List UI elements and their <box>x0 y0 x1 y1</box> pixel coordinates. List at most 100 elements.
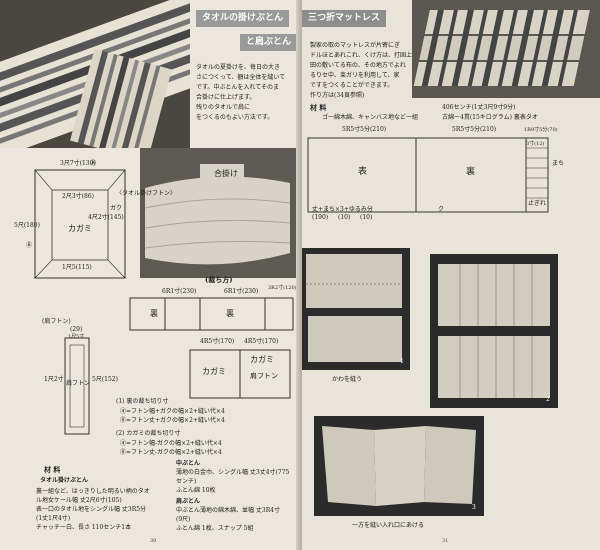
diagram1-bottom: 1尺5(115) <box>62 264 92 271</box>
material-line: 中ぶとん <box>176 460 201 467</box>
side-label: まち <box>552 160 565 167</box>
step3-photo: 3 <box>314 416 484 516</box>
material-line: (1丈1尺4寸) <box>36 515 71 522</box>
materials-title: 材 料 <box>44 465 61 474</box>
material-line: ふとん綿 10枚 <box>176 487 216 494</box>
shoulder-side2: 1尺2寸 <box>44 376 64 383</box>
quilt-illustration <box>140 148 296 278</box>
cutting-kagami: カガミ <box>250 355 274 364</box>
step2-illustration <box>438 264 550 398</box>
bottom-dim: 丈+まち×3+ゆるみ分 <box>312 206 373 213</box>
striped-towel-photo <box>0 0 190 148</box>
right-material-line: 406センチ(1丈3尺9寸9分) <box>442 104 516 111</box>
bottom-dim: (190) <box>312 214 329 221</box>
page-number-left: 30 <box>150 538 157 544</box>
right-material-line: ゴ一綿木綿、キャンバス地など一組 <box>322 114 419 121</box>
note-line: ④=フトン幅-ガクの幅×2+縫い代×4 <box>120 440 222 447</box>
note-line: (1) 裏の裁ち切り寸 <box>116 398 169 405</box>
pattern-dim: 5R5寸5分(210) <box>452 126 497 133</box>
note-line: ④=フトン幅+ガクの幅×2+縫い代×4 <box>120 408 225 415</box>
right-page: 三つ折マットレス 製家の取のマットレスが片寄にぎ ドルほとあれこれ、くけ方は、打… <box>302 0 600 550</box>
step2-photo: 2 <box>430 254 558 408</box>
step1-photo: 1 <box>302 248 410 370</box>
material-line: 肩ぶとん <box>176 498 201 505</box>
cutting-sub-dim: 4R5寸(170) <box>244 338 279 345</box>
bottom-letter: ク <box>438 206 445 213</box>
shoulder-side: 5尺(152) <box>92 376 118 383</box>
bottom-label: 止ぎれ <box>528 200 547 207</box>
intro-line: 田の敷いてる布の、その地方でよれ <box>310 62 406 69</box>
gutter <box>296 0 306 550</box>
diagram1-center: カガミ <box>68 224 92 233</box>
shoulder-dim: 1尺5寸 <box>68 334 85 340</box>
towel-futon-label: 〈タオル掛けフトン〉 <box>116 190 177 197</box>
quilt-photo: 合掛け <box>140 148 296 278</box>
material-line: ふとん綿 1枚、スナップ 5組 <box>176 525 254 532</box>
cutting-ura: 裏 <box>150 309 158 318</box>
material-line: 裏一組など、はっきりした明るい柄のタオ <box>36 488 150 495</box>
bottom-dim: (10) <box>338 214 351 221</box>
diagram1-side-inner: 4尺2寸(145) <box>88 214 124 221</box>
note-line: (2) カガミの裁ち切り寸 <box>116 430 181 437</box>
intro-line: 作り方は(34頁参照) <box>310 92 365 99</box>
cutting-dim: 6R1寸(230) <box>224 288 259 295</box>
material-line: ル地女ケール幅 丈2尺6寸(105) <box>36 497 122 504</box>
diagram1-top: 3尺7寸(130) <box>60 160 96 167</box>
towel-illustration <box>0 0 190 148</box>
step-number: 3 <box>472 504 476 511</box>
step-number: 1 <box>400 358 404 365</box>
intro-line: ドルほとあれこれ、くけ方は、打固上の <box>310 52 419 59</box>
cutting-sub-dim: 4R5寸(170) <box>200 338 235 345</box>
right-title: 三つ折マットレス <box>302 10 387 27</box>
material-line: センチ) <box>176 478 197 485</box>
step3-illustration <box>322 426 476 506</box>
material-line: チャッチー白、長さ 110センチ1本 <box>36 524 132 531</box>
photo-label: 合掛け <box>214 169 238 178</box>
cutting-dim: 3R2寸(120) <box>268 285 297 291</box>
side-dim: 3寸(12) <box>526 141 545 147</box>
intro-line: です。中ぶとんを入れてそのま <box>196 84 280 91</box>
cutting-kata: 肩フトン <box>250 372 278 380</box>
cutting-dim: 6R1寸(230) <box>162 288 197 295</box>
step1-illustration <box>306 254 402 362</box>
intro-line: さにつくって、額は全体を縫いて <box>196 74 286 81</box>
panel-label: 裏 <box>466 167 476 177</box>
mattress-pattern <box>307 137 549 213</box>
intro-line: をつくるのもよい方法です。 <box>196 114 274 121</box>
note-line: ⑧=フトン丈-ガクの幅×2+縫い代×4 <box>120 449 222 456</box>
material-line: 薄地の白金巾、シングル幅 丈3丈4寸(775 <box>176 469 290 476</box>
left-title-2: と肩ぶとん <box>240 34 298 51</box>
pattern-diagrams <box>34 169 294 435</box>
panel-label: 表 <box>358 167 368 177</box>
material-line: 表一口のタオル地をシングル幅 丈3R5分 <box>36 506 147 513</box>
mattress-illustration <box>412 0 600 98</box>
step-number: 2 <box>546 396 550 403</box>
circle-a: Ⓐ <box>90 160 97 167</box>
mattress-photo <box>412 0 600 98</box>
left-page: タオルの掛けぶとん と肩ぶとん タオルの夏掛けを、毎日の大き さにつくって、額は… <box>0 0 300 550</box>
cutting-ura: 裏 <box>226 309 234 318</box>
cutting-kagami: カガミ <box>202 367 226 376</box>
cutting-title: (裁ち方) <box>205 275 233 284</box>
intro-line: ですをつくることができます。 <box>310 82 394 89</box>
shoulder-label: (肩フトン) <box>42 318 71 325</box>
bottom-dim: (10) <box>360 214 373 221</box>
intro-line: るりセ中、束ガリを利用して、家 <box>310 72 400 79</box>
note-line: ⑧=フトン丈+ガクの幅×2+縫い代×4 <box>120 417 225 424</box>
intro-line: 残りのタオルで肩に <box>196 104 251 111</box>
diagram1-edge: ガク <box>110 205 123 212</box>
step3-caption: 一方を縫い入れ口にあける <box>352 522 425 529</box>
shoulder-top: (29) <box>70 326 83 333</box>
materials-sub: タオル掛けぶとん <box>40 477 89 484</box>
diagram1-inner-top: 2尺3寸(86) <box>62 193 94 200</box>
intro-line: タオルの夏掛けを、毎日の大き <box>196 64 281 71</box>
pattern-dim: 5R5寸5分(210) <box>342 126 387 133</box>
material-line: (9尺) <box>176 516 191 523</box>
diagram1-side-left: 5尺(180) <box>14 222 40 229</box>
left-title-1: タオルの掛けぶとん <box>196 10 290 27</box>
intro-line: 合掛けに仕上げます。 <box>196 94 256 101</box>
circle-b: Ⓑ <box>26 242 33 249</box>
right-materials-title: 材 料 <box>310 103 327 112</box>
material-line: 中ぶとん薄地の綿木綿、並幅 丈3R4寸 <box>176 507 281 514</box>
